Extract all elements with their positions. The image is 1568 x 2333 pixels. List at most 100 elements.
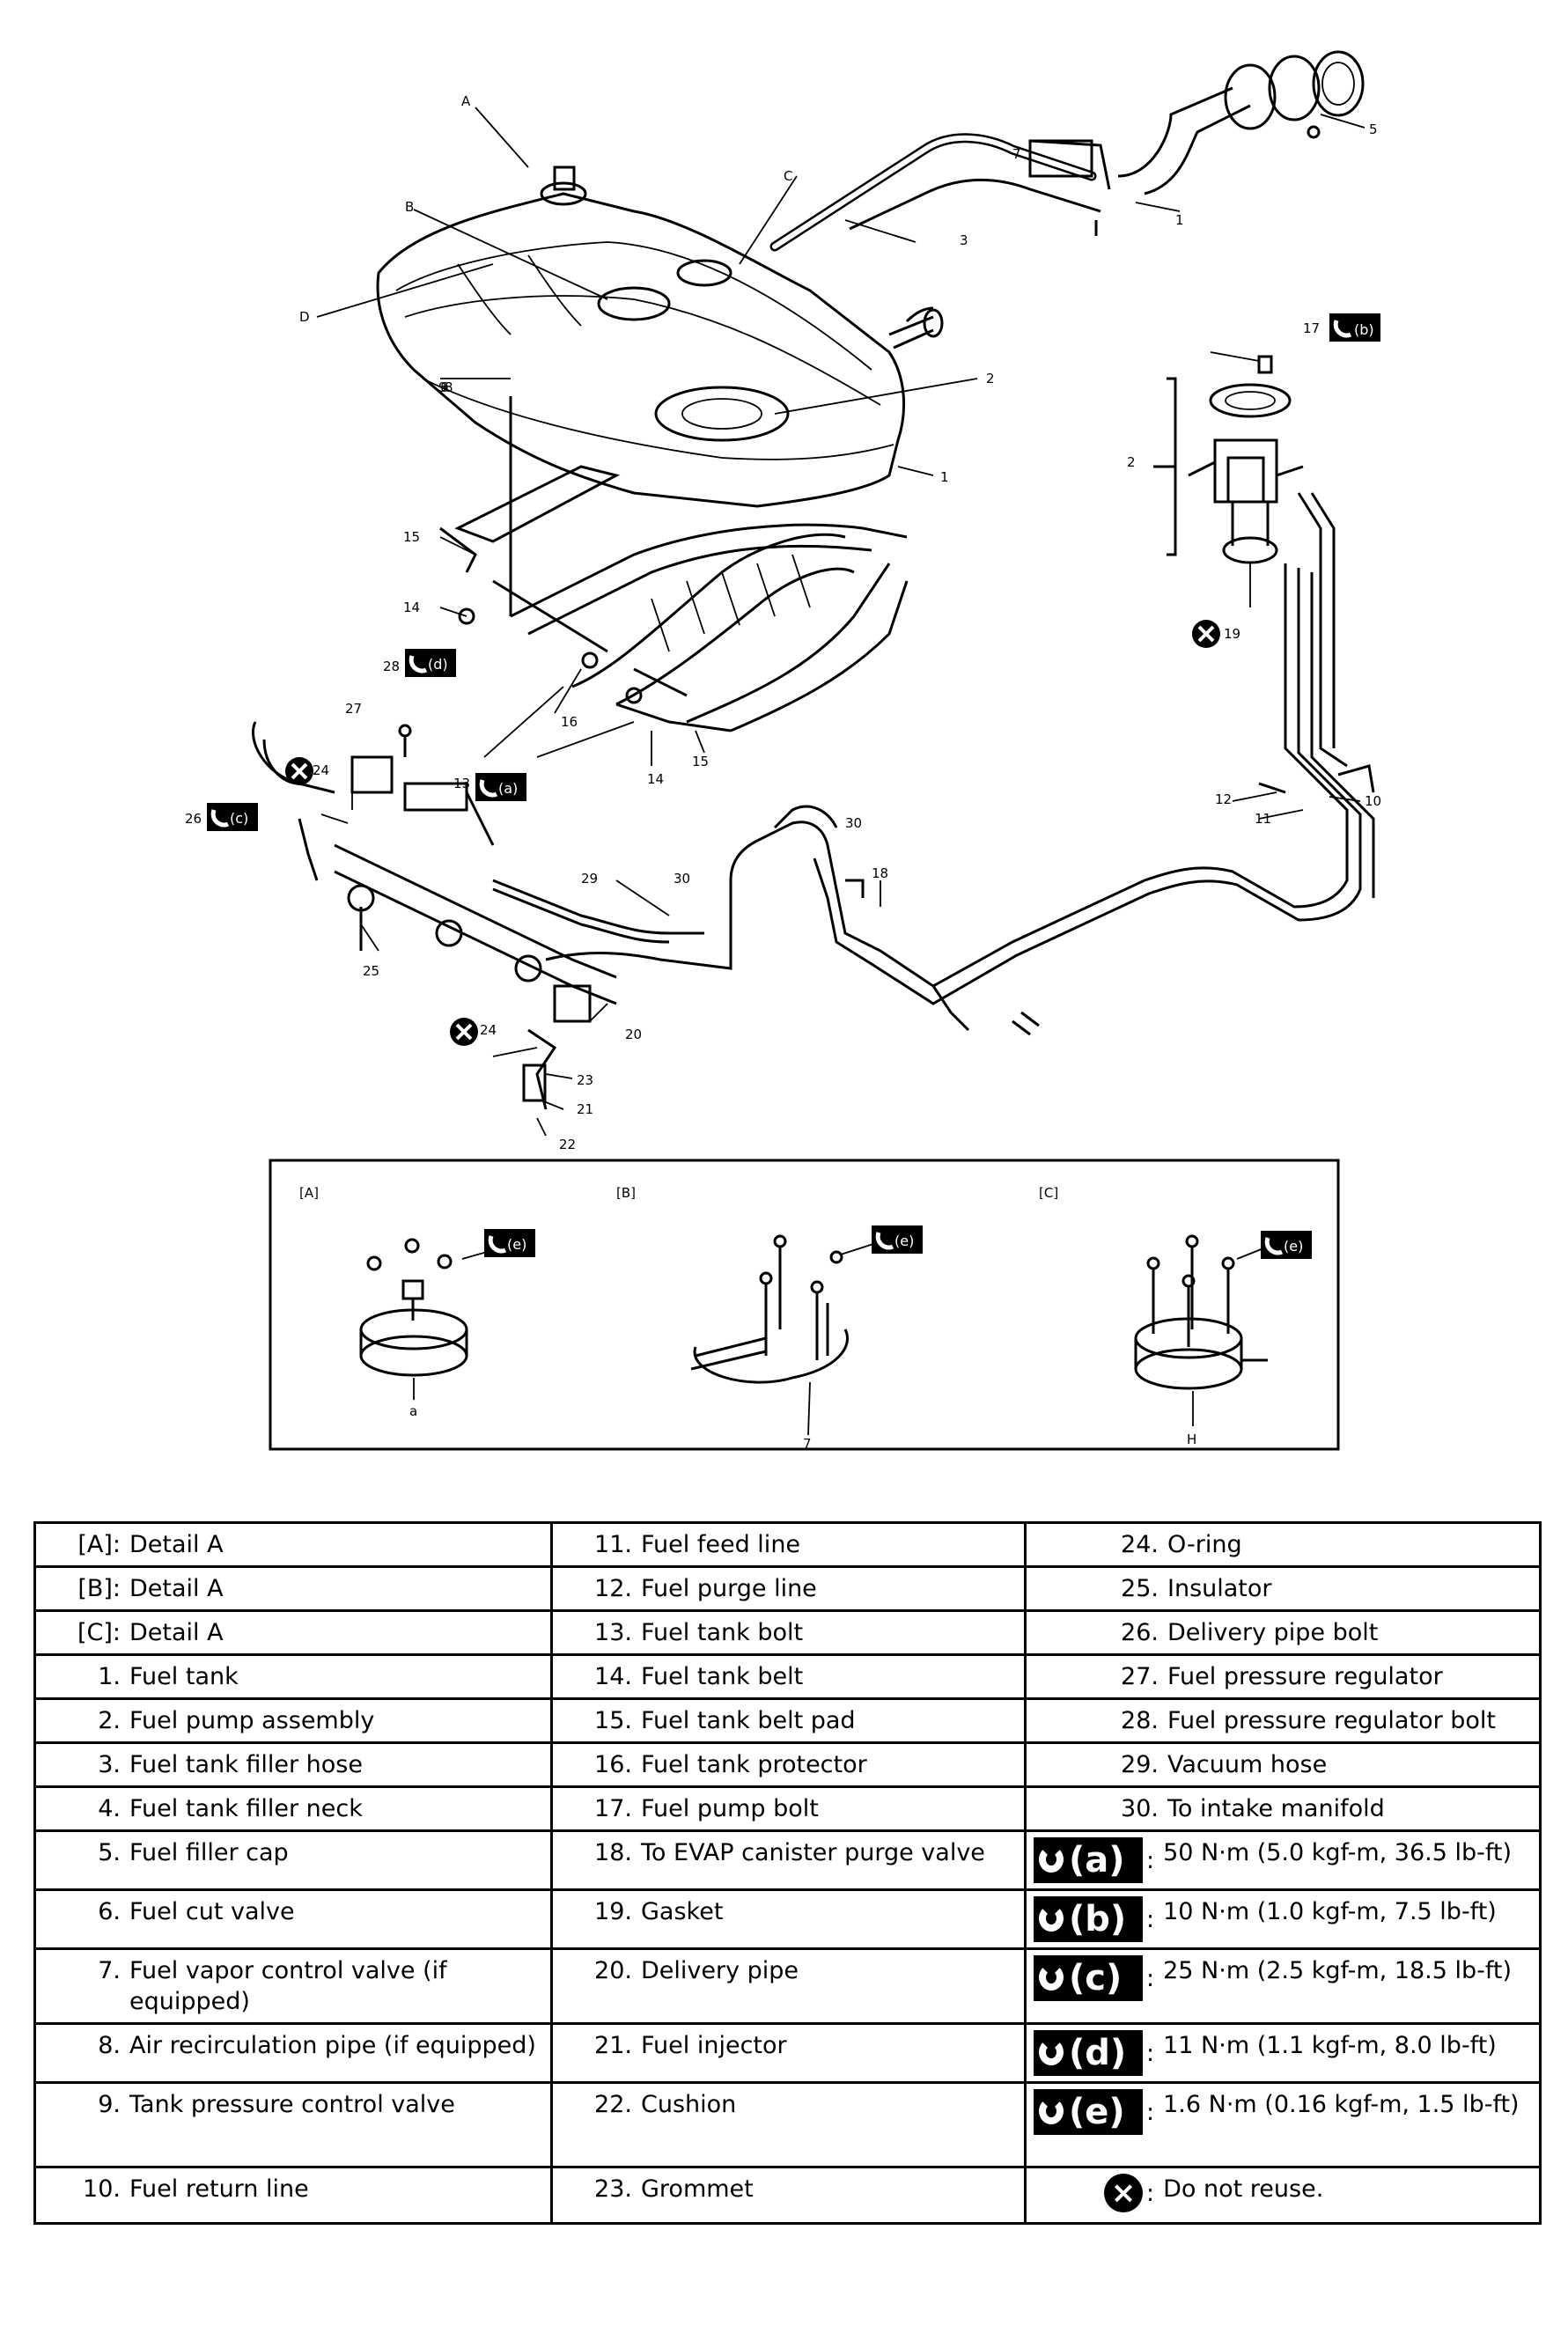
legend-cell: 28.Fuel pressure regulator bolt bbox=[1024, 1697, 1542, 1744]
callout-24b: 24 bbox=[480, 1022, 497, 1038]
callout-26: 26 bbox=[185, 811, 202, 827]
legend-cell: (b):10 N·m (1.0 kgf-m, 7.5 lb-ft) bbox=[1024, 1888, 1542, 1950]
legend-item-number: 20. bbox=[594, 1957, 632, 1984]
torque-value: 25 N·m (2.5 kgf-m, 18.5 lb-ft) bbox=[1163, 1957, 1513, 1984]
legend-item-text: Fuel feed line bbox=[641, 1531, 801, 1558]
callout-14b: 14 bbox=[647, 771, 664, 787]
detail-box: [A] [B] [C] a (e) bbox=[269, 1159, 1340, 1452]
legend-item: 29.Vacuum hose bbox=[1034, 1749, 1532, 1780]
legend-item-number: 12. bbox=[594, 1575, 632, 1602]
torque-value: 1.6 N·m (0.16 kgf-m, 1.5 lb-ft) bbox=[1163, 2091, 1520, 2118]
legend-item-number: 18. bbox=[594, 1839, 632, 1866]
delivery-pipe bbox=[251, 721, 704, 1110]
tank-belts bbox=[439, 396, 909, 732]
legend-item-number: 4. bbox=[98, 1795, 121, 1822]
torque-colon: : bbox=[1146, 1846, 1155, 1874]
torque-value: 10 N·m (1.0 kgf-m, 7.5 lb-ft) bbox=[1163, 1898, 1497, 1925]
legend-item: 15.Fuel tank belt pad bbox=[560, 1705, 1017, 1736]
callout-30: 30 bbox=[674, 871, 690, 887]
legend-item-text: To intake manifold bbox=[1167, 1795, 1385, 1822]
legend-item-text: Delivery pipe bbox=[641, 1957, 799, 1984]
legend-item-text: Fuel injector bbox=[641, 2032, 787, 2059]
torque-wrench-icon: (d) bbox=[405, 649, 456, 677]
legend-cell: 3. Fuel tank filler hose bbox=[33, 1741, 553, 1788]
legend-item: 23.Grommet bbox=[560, 2174, 1017, 2204]
torque-symbol: (b): bbox=[1034, 1896, 1163, 1942]
detail-label-A: [A] bbox=[299, 1185, 319, 1201]
legend-item: 16.Fuel tank protector bbox=[560, 1749, 1017, 1780]
legend-item-text: Fuel vapor control valve (if equipped) bbox=[129, 1957, 447, 2015]
callout-7: 7 bbox=[1012, 146, 1021, 162]
legend-item-text: Tank pressure control valve bbox=[129, 2091, 455, 2118]
legend-cell: 9. Tank pressure control valve bbox=[33, 2081, 553, 2168]
torque-symbol-label: (b) bbox=[1069, 1899, 1127, 1939]
callout-9: 9 bbox=[438, 379, 447, 395]
callout-2b: 2 bbox=[1127, 454, 1136, 470]
legend-item: 6.Fuel cut valve bbox=[43, 1896, 543, 1927]
legend-item-number: 17. bbox=[594, 1795, 632, 1822]
legend-item: 12. Fuel purge line bbox=[560, 1573, 1017, 1604]
legend-cell: (e):1.6 N·m (0.16 kgf-m, 1.5 lb-ft) bbox=[1024, 2081, 1542, 2168]
wrench-head-shape bbox=[1039, 1846, 1064, 1873]
legend-item: 8.Air recirculation pipe (if equipped) bbox=[43, 2030, 543, 2061]
legend-item-number: 23. bbox=[594, 2175, 632, 2203]
torque-wrench-icon: (c) bbox=[1034, 1955, 1143, 2001]
callout-3: 3 bbox=[960, 232, 968, 248]
legend-cell: 26.Delivery pipe bolt bbox=[1024, 1609, 1542, 1656]
fuel-system-exploded-diagram: A B C D 1 1 2 2 3 5 7 6 10 11 12 13 14 1… bbox=[185, 50, 1381, 1452]
legend-cell: 5.Fuel filler cap bbox=[33, 1829, 553, 1891]
legend-item: [C]:Detail A bbox=[43, 1617, 543, 1648]
legend-item-number: 16. bbox=[594, 1751, 632, 1778]
legend-cell: ×:Do not reuse. bbox=[1024, 2166, 1542, 2225]
no-reuse-text: Do not reuse. bbox=[1163, 2175, 1324, 2203]
legend-item-number: 9. bbox=[98, 2091, 121, 2118]
legend-item-text: Fuel tank bolt bbox=[641, 1619, 804, 1646]
torque-tag-e-a: (e) bbox=[507, 1236, 526, 1253]
legend-item: 2.Fuel pump assembly bbox=[43, 1705, 543, 1736]
legend-cell: (d):11 N·m (1.1 kgf-m, 8.0 lb-ft) bbox=[1024, 2022, 1542, 2084]
torque-colon: : bbox=[1146, 1964, 1155, 1992]
legend-item-text: Fuel tank filler neck bbox=[129, 1795, 363, 1822]
detail-a-key: a bbox=[409, 1403, 417, 1419]
do-not-reuse-x-icon bbox=[1192, 620, 1220, 648]
legend-item: 4. Fuel tank filler neck bbox=[43, 1793, 543, 1824]
torque-symbol: (c): bbox=[1034, 1955, 1163, 2001]
legend-item-number: 3. bbox=[98, 1751, 121, 1778]
legend-item: 18.To EVAP canister purge valve bbox=[560, 1837, 1017, 1868]
legend-item: 17.Fuel pump bolt bbox=[560, 1793, 1017, 1824]
legend-item: 13.Fuel tank bolt bbox=[560, 1617, 1017, 1648]
callout-27: 27 bbox=[345, 701, 362, 717]
legend-item-text: O-ring bbox=[1167, 1531, 1242, 1558]
callout-5: 5 bbox=[1369, 121, 1378, 137]
legend-item-number: 14. bbox=[594, 1663, 632, 1690]
fuel-pump-assembly bbox=[1153, 355, 1348, 768]
torque-tag-a: (a) bbox=[498, 780, 518, 797]
filler-hose bbox=[769, 50, 1365, 252]
callout-D: D bbox=[299, 309, 310, 325]
legend-item-number: [A]: bbox=[77, 1531, 121, 1558]
callout-16: 16 bbox=[561, 714, 578, 730]
detail-c-drawing: H (e) bbox=[1134, 1231, 1312, 1447]
legend-cell: [B]:Detail A bbox=[33, 1565, 553, 1612]
legend-item: 14. Fuel tank belt bbox=[560, 1661, 1017, 1692]
legend-row: 8.Air recirculation pipe (if equipped)21… bbox=[33, 2022, 1542, 2084]
callout-10: 10 bbox=[1365, 793, 1381, 809]
legend-item-text: Fuel tank filler hose bbox=[129, 1751, 363, 1778]
legend-cell: 16.Fuel tank protector bbox=[550, 1741, 1027, 1788]
legend-item: 7.Fuel vapor control valve (if equipped) bbox=[43, 1955, 543, 2017]
legend-cell: 6.Fuel cut valve bbox=[33, 1888, 553, 1950]
legend-cell: 7.Fuel vapor control valve (if equipped) bbox=[33, 1947, 553, 2025]
legend-item: 27.Fuel pressure regulator bbox=[1034, 1661, 1532, 1692]
legend-cell: 8.Air recirculation pipe (if equipped) bbox=[33, 2022, 553, 2084]
torque-tag-b: (b) bbox=[1354, 321, 1374, 338]
torque-symbol-label: (e) bbox=[1069, 2092, 1125, 2132]
detail-c-key: H bbox=[1187, 1431, 1196, 1447]
legend-item-text: Fuel purge line bbox=[641, 1575, 817, 1602]
legend-item-text: Fuel tank belt bbox=[641, 1663, 804, 1690]
legend-item-number: 24. bbox=[1121, 1531, 1159, 1558]
